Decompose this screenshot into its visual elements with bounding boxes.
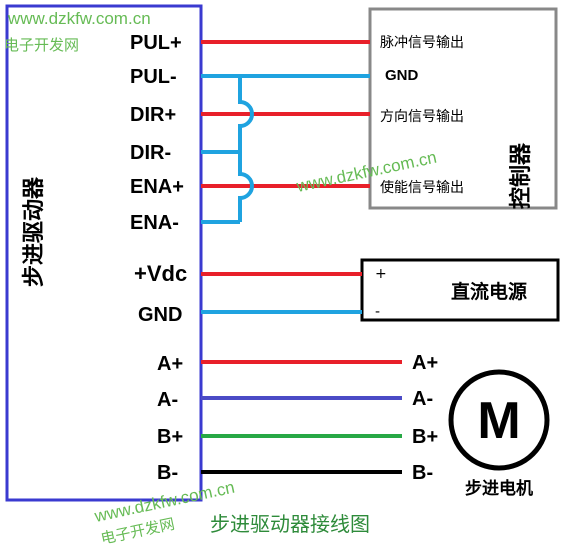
motor-label: 步进电机 [465,478,533,499]
pin-a-minus: A- [157,389,178,411]
pin-b-plus: B+ [157,426,183,448]
driver-box [5,4,203,502]
power-supply-plus: + [375,266,387,282]
controller-gnd: GND [385,67,419,84]
pin-pul-plus: PUL+ [130,32,182,54]
motor-letter: M [477,392,520,450]
controller-label: 控制器 [508,142,534,209]
power-supply-minus: - [375,304,380,320]
controller-enable-output: 使能信号输出 [380,179,464,196]
controller-direction-output: 方向信号输出 [380,109,464,125]
power-supply-label: 直流电源 [451,280,527,303]
controller-box [368,7,558,210]
pin-ena-minus: ENA- [130,212,179,234]
diagram-title: 步进驱动器接线图 [210,512,370,536]
pin-b-minus: B- [157,462,178,484]
pin-dir-minus: DIR- [130,142,171,164]
pin-a-plus: A+ [157,353,183,375]
pin-pul-minus: PUL- [130,66,177,88]
motor-terminal-b-minus: B- [412,462,433,484]
pin-gnd: GND [138,304,182,326]
watermark-top-cn: 电子开发网 [4,36,79,54]
power-supply-box [360,258,560,322]
pin-vdc: +Vdc [134,261,187,286]
driver-label: 步进驱动器 [21,176,47,287]
watermark-top-url: www.dzkfw.com.cn [7,9,151,28]
pin-dir-plus: DIR+ [130,104,176,126]
motor-circle [448,369,550,471]
motor-terminal-a-plus: A+ [412,352,438,374]
motor-terminal-b-plus: B+ [412,426,438,448]
controller-pulse-output: 脉冲信号输出 [380,35,464,51]
motor-terminal-a-minus: A- [412,388,433,410]
pin-ena-plus: ENA+ [130,176,184,198]
wire-common-ground [238,76,254,222]
